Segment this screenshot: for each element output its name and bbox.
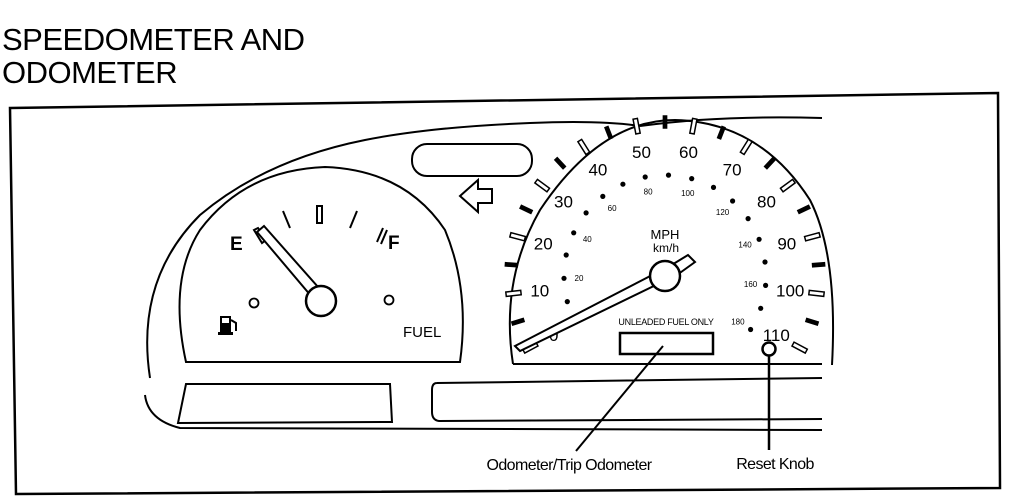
kmh-dot: [600, 193, 606, 199]
speed-mph-label: 40: [588, 160, 607, 179]
speed-mph-label: 100: [776, 281, 804, 300]
kmh-dot: [762, 259, 768, 265]
speed-major-tick: [803, 231, 822, 242]
speedometer-unit-kmh: km/h: [653, 241, 679, 255]
fuel-full-label: F: [388, 233, 400, 254]
speed-minor-tick: [716, 125, 726, 140]
speed-mph-label: 60: [679, 143, 698, 162]
cluster-housing: [144, 116, 823, 431]
warning-display-window: [411, 143, 533, 177]
fuel-empty-label: E: [230, 234, 243, 255]
speed-major-tick: [504, 289, 523, 298]
speed-major-tick: [508, 231, 527, 242]
odometer-display: [618, 331, 715, 356]
speed-minor-tick: [553, 156, 567, 170]
speed-major-tick: [790, 341, 809, 355]
speed-kmh-label: 120: [716, 208, 730, 217]
speed-mph-label: 50: [632, 143, 651, 162]
lower-left-panel: [176, 383, 394, 425]
fuel-warning-lamp-right: [383, 294, 395, 306]
fuel-notice-label: UNLEADED FUEL ONLY: [618, 317, 713, 327]
speed-minor-tick: [604, 125, 614, 140]
speed-minor-tick: [796, 204, 811, 215]
fuel-label: FUEL: [403, 324, 441, 341]
kmh-dot: [758, 305, 764, 311]
kmh-dot: [583, 210, 589, 216]
speed-kmh-label: 60: [608, 204, 617, 213]
fuel-gauge-scale: [252, 205, 388, 245]
speed-kmh-label: 40: [583, 235, 592, 244]
speed-kmh-label: 180: [731, 318, 745, 327]
speed-major-tick: [807, 289, 826, 298]
odometer-callout-line: [575, 345, 664, 452]
title-line-2: ODOMETER: [2, 54, 178, 90]
kmh-dot: [730, 198, 736, 204]
speed-major-tick: [632, 117, 642, 135]
fuel-pump-icon: [218, 316, 237, 335]
speed-mph-label: 10: [530, 281, 549, 300]
reset-knob-callout-label: Reset Knob: [736, 456, 814, 473]
speed-kmh-label: 20: [575, 274, 584, 283]
kmh-dot: [620, 181, 626, 187]
kmh-dot: [642, 174, 648, 180]
diagram-frame: [8, 91, 1002, 496]
speed-major-tick: [688, 117, 698, 135]
speed-mph-label: 20: [534, 235, 553, 254]
speed-minor-tick: [804, 317, 820, 326]
speedometer-needle-hub: [648, 259, 682, 293]
speed-minor-tick: [510, 317, 526, 326]
left-turn-arrow-icon: [458, 177, 493, 215]
speed-major-tick: [533, 178, 551, 193]
kmh-dot: [763, 282, 769, 288]
speed-kmh-label: 160: [744, 280, 758, 289]
speed-mph-label: 80: [757, 192, 776, 211]
speedometer-ticks: [504, 115, 826, 355]
kmh-dot: [665, 172, 672, 178]
speed-major-tick: [739, 138, 754, 156]
speed-kmh-label: 80: [644, 188, 653, 197]
speed-major-tick: [779, 178, 797, 193]
speed-minor-tick: [763, 156, 777, 170]
kmh-dot: [563, 252, 569, 258]
speedometer-kmh-scale: 20 40 60 80 100 120 140 160 180: [561, 172, 769, 333]
fuel-warning-lamp-left: [248, 297, 260, 309]
page-title: SPEEDOMETER AND ODOMETER: [2, 23, 305, 89]
kmh-dot: [689, 176, 695, 182]
speed-kmh-label: 100: [681, 189, 695, 198]
fuel-needle-hub: [304, 284, 338, 318]
speed-minor-tick: [662, 115, 668, 129]
speed-mph-label: 70: [723, 160, 742, 179]
speedometer-face: [508, 118, 835, 366]
kmh-dot: [561, 275, 567, 281]
speed-minor-tick: [811, 261, 826, 268]
speed-kmh-label: 140: [738, 241, 752, 250]
kmh-dot: [748, 326, 754, 333]
speed-mph-label: 30: [554, 192, 573, 211]
kmh-dot: [756, 236, 762, 242]
kmh-dot: [710, 184, 717, 190]
speed-minor-tick: [504, 261, 519, 268]
kmh-dot: [571, 230, 577, 236]
speed-mph-label: 110: [763, 326, 790, 345]
reset-knob[interactable]: [761, 341, 777, 357]
lower-right-panel: [431, 377, 823, 423]
fuel-gauge-face: [178, 165, 464, 363]
kmh-dot: [564, 299, 570, 305]
kmh-dot: [745, 216, 751, 222]
speed-mph-label: 90: [777, 235, 796, 254]
title-line-1: SPEEDOMETER AND: [2, 21, 305, 57]
speed-major-tick: [576, 138, 591, 156]
odometer-callout-label: Odometer/Trip Odometer: [487, 457, 653, 474]
speed-minor-tick: [519, 204, 534, 215]
speedometer-unit-mph: MPH: [651, 227, 680, 242]
